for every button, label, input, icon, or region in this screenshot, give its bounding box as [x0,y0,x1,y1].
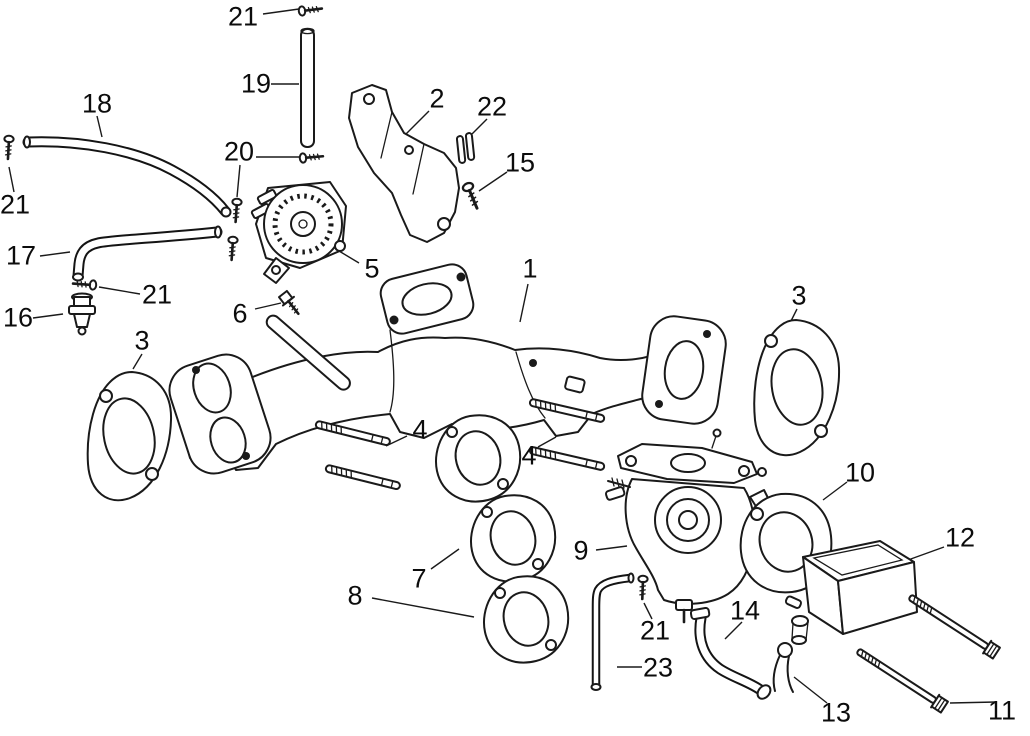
part-12-float-bowl [784,540,918,645]
screw-20-b [229,197,244,224]
callout-14: 14 [729,595,761,626]
part-16-fuel-valve [68,292,96,336]
part-5-fuel-pump [250,181,347,284]
part-22-clip [455,132,476,164]
callout-12: 12 [944,522,976,553]
callout-13: 13 [820,697,852,728]
callout-10: 10 [844,457,876,488]
callout-2: 2 [429,83,445,114]
callout-6: 6 [232,298,248,329]
callout-4-left: 4 [412,414,428,445]
part-9-carburetor [604,428,770,624]
callout-22: 22 [476,91,508,122]
callout-19: 19 [240,68,272,99]
screw-21-left [2,134,16,161]
screw-21-lower [636,574,650,601]
callout-7: 7 [411,563,427,594]
callout-21-top: 21 [227,1,259,32]
callout-21-left: 21 [0,189,31,220]
callout-15: 15 [504,147,536,178]
callout-17: 17 [5,240,37,271]
screw-21-top [296,2,324,18]
callout-21-mid: 21 [141,279,173,310]
part-1-intake-manifold [168,263,727,475]
part-14-elbow-tube [689,606,772,700]
callout-8: 8 [347,580,363,611]
callout-16: 16 [2,302,34,333]
part-23-bent-rod [590,572,635,691]
callout-4-right: 4 [521,440,537,471]
part-19-breather-tube [300,27,315,148]
part-7-gasket-middle [470,494,557,583]
part-4-studs-left [314,419,402,491]
part-13-cotter-pin [772,642,794,693]
callout-1: 1 [522,253,538,284]
screw-15 [460,180,484,212]
screw-20-c [225,235,240,262]
part-17-elbow-hose [72,225,223,282]
part-8-gasket-lower [483,575,570,664]
part-18-fuel-hose [22,135,232,218]
callout-20: 20 [223,136,255,167]
callout-18: 18 [81,88,113,119]
part-2-bracket [348,84,460,243]
callout-5: 5 [364,253,380,284]
part-3-gasket-right [753,319,841,457]
part-7-gasket-upper [435,414,522,503]
part-3-gasket-left [86,371,173,502]
callout-23: 23 [642,652,674,683]
callout-9: 9 [573,535,589,566]
callout-3-left: 3 [134,325,150,356]
callout-11: 11 [987,695,1017,726]
leader-lines [8,8,997,704]
part-6-flange-bolt [277,289,300,316]
callout-3-right: 3 [791,280,807,311]
callout-21-lower: 21 [639,615,671,646]
screw-20-a [298,150,325,165]
